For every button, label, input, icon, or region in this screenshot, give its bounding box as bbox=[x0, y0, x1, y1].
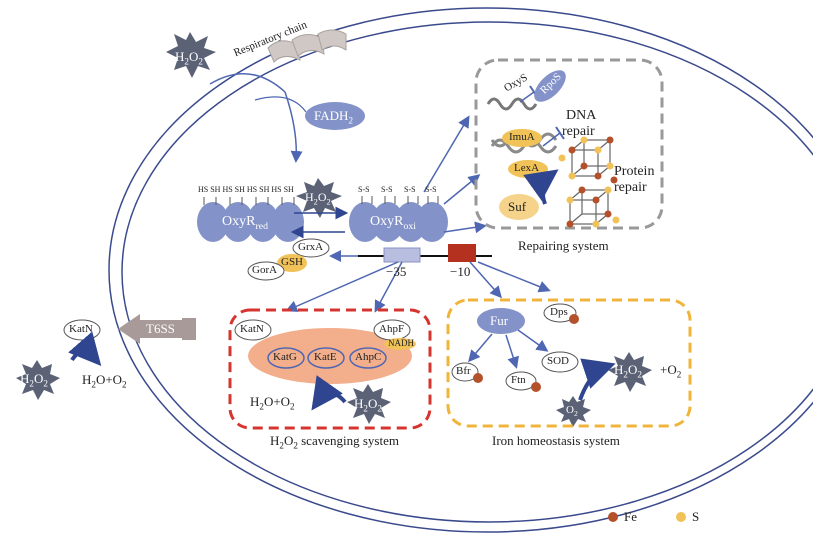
minus35-box bbox=[383, 247, 421, 263]
dps-label: Dps bbox=[550, 306, 568, 318]
imua-oval bbox=[502, 129, 542, 147]
respiratory-chain-icon bbox=[267, 29, 347, 63]
dna-repair-label-1: DNA bbox=[566, 108, 597, 123]
s-legend-dot bbox=[676, 512, 686, 522]
gora-oval bbox=[247, 261, 285, 281]
minus10-label: −10 bbox=[450, 264, 471, 279]
water-oxygen-label-scavenge: H2O+O2 bbox=[250, 394, 295, 412]
ftn-label: Ftn bbox=[511, 374, 526, 386]
t6ss-icon bbox=[118, 314, 196, 344]
h2o2-star-icon-top bbox=[166, 32, 216, 78]
rpos-oval bbox=[534, 70, 566, 102]
ftn-oval bbox=[505, 371, 537, 391]
repairing-system-label: Repairing system bbox=[518, 238, 609, 253]
inner-membrane bbox=[121, 21, 813, 523]
fadh2-oval bbox=[305, 102, 365, 130]
ahpc-label: AhpC bbox=[355, 351, 382, 363]
fur-oval bbox=[477, 308, 525, 334]
ss-label-3: S-S bbox=[404, 185, 416, 194]
katn-inside-label: KatN bbox=[240, 323, 264, 335]
oxyr-red-protein bbox=[197, 197, 304, 242]
scavenging-system-label: H2O2 scavenging system bbox=[270, 433, 399, 451]
h2o2-star-icon-center bbox=[296, 178, 342, 218]
plus-o2-label: +O2 bbox=[660, 362, 682, 380]
fes-cluster-bottom-icon bbox=[569, 189, 609, 225]
h2o2-label-left: H2O2 bbox=[20, 371, 48, 389]
ahpc-oval bbox=[349, 347, 387, 369]
kate-oval bbox=[307, 347, 345, 369]
h2o2-star-icon-iron bbox=[608, 352, 652, 392]
fe-legend-label: Fe bbox=[624, 509, 637, 524]
katg-oval bbox=[267, 347, 305, 369]
gsh-oval bbox=[277, 254, 307, 272]
suf-label: Suf bbox=[508, 199, 527, 214]
nadh-oval bbox=[384, 338, 416, 350]
fes-cluster-top-icon bbox=[571, 139, 611, 177]
gsh-label: GSH bbox=[281, 256, 304, 268]
repairing-system-box bbox=[474, 58, 664, 230]
fur-label: Fur bbox=[490, 313, 509, 328]
grxa-label: GrxA bbox=[298, 241, 324, 253]
h2o2-star-icon-left bbox=[16, 360, 60, 400]
ss-label-4: S-S bbox=[425, 185, 437, 194]
h2o2-label-top: H2O2 bbox=[175, 49, 203, 67]
dps-oval bbox=[543, 303, 577, 323]
scavenging-system-box bbox=[228, 308, 432, 430]
h2o2-label-center: H2O2 bbox=[305, 190, 331, 207]
iron-homeostasis-label: Iron homeostasis system bbox=[492, 433, 620, 448]
bfr-oval bbox=[451, 362, 479, 382]
fes-cluster-top-atoms bbox=[558, 136, 618, 184]
katg-label: KatG bbox=[273, 351, 297, 363]
water-oxygen-label-left: H2O+O2 bbox=[82, 372, 127, 390]
oxys-rna-icon bbox=[486, 97, 538, 111]
ss-label-2: S-S bbox=[381, 185, 393, 194]
ss-label-1: S-S bbox=[358, 185, 370, 194]
iron-homeostasis-box bbox=[446, 298, 692, 428]
superoxide-star-icon bbox=[556, 396, 591, 427]
h2o2-label-scavenge: H2O2 bbox=[354, 396, 382, 414]
superoxide-label: O2 bbox=[566, 404, 578, 419]
ahpf-label: AhpF bbox=[379, 323, 405, 335]
minus10-box bbox=[448, 244, 476, 262]
fe-legend-dot bbox=[608, 512, 618, 522]
katn-outside-label: KatN bbox=[69, 323, 93, 335]
bfr-label: Bfr bbox=[456, 365, 471, 377]
imua-label: ImuA bbox=[509, 131, 535, 143]
t6ss-label: T6SS bbox=[146, 321, 175, 336]
oxyr-oxi-label: OxyRoxi bbox=[370, 214, 416, 232]
grxa-oval bbox=[292, 238, 330, 258]
gora-label: GorA bbox=[252, 264, 278, 276]
s-legend-label: S bbox=[692, 509, 700, 524]
fadh2-label: FADH2 bbox=[314, 108, 353, 126]
dna-repair-label-2: repair bbox=[562, 124, 595, 139]
lexa-label: LexA bbox=[514, 162, 540, 174]
oxyr-red-label: OxyRred bbox=[222, 214, 268, 232]
fes-cluster-bottom-atoms bbox=[566, 186, 620, 228]
protein-repair-label-1: Protein bbox=[614, 164, 655, 179]
h2o2-star-icon-scavenge bbox=[347, 384, 391, 424]
h2o2-label-iron: H2O2 bbox=[614, 362, 642, 380]
outer-membrane bbox=[108, 7, 813, 533]
minus35-label: −35 bbox=[386, 264, 407, 279]
hs-sh-label: HS SH HS SH HS SH HS SH bbox=[198, 185, 294, 194]
sod-oval bbox=[541, 351, 579, 373]
katn-inside-oval bbox=[234, 319, 272, 341]
nadh-label: NADH bbox=[388, 338, 414, 348]
protein-repair-label-2: repair bbox=[614, 180, 647, 195]
scavenging-enzyme-complex bbox=[248, 328, 412, 384]
kate-label: KatE bbox=[314, 351, 337, 363]
oxyr-oxi-protein bbox=[349, 196, 448, 242]
sod-label: SOD bbox=[547, 355, 570, 367]
